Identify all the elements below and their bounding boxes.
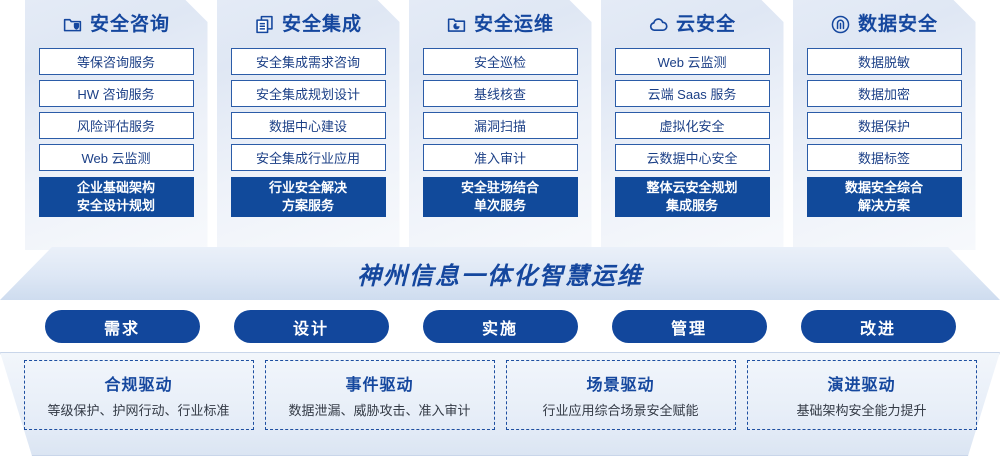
summary-line: 行业安全解决 <box>268 179 347 195</box>
fingerprint-icon <box>830 14 851 35</box>
driver-subtitle: 基础架构安全能力提升 <box>796 403 927 418</box>
service-item[interactable]: Web 云监测 <box>615 48 770 75</box>
stage-pill-design[interactable]: 设计 <box>233 310 389 343</box>
service-item[interactable]: 准入审计 <box>423 144 578 171</box>
service-item[interactable]: 安全巡检 <box>423 48 578 75</box>
column-header: 安全集成 <box>217 0 400 48</box>
service-item[interactable]: 安全集成需求咨询 <box>231 48 386 75</box>
service-column-data-security[interactable]: 数据安全 数据脱敏 数据加密 数据保护 数据标签 数据安全综合 解决方案 <box>793 0 976 250</box>
summary-line: 单次服务 <box>473 198 526 213</box>
column-title: 安全集成 <box>281 13 362 35</box>
service-item[interactable]: 云端 Saas 服务 <box>615 80 770 107</box>
column-items: 数据脱敏 数据加密 数据保护 数据标签 <box>793 48 976 171</box>
stage-pill-management[interactable]: 管理 <box>611 310 767 343</box>
column-header: 数据安全 <box>793 0 976 48</box>
driver-title: 演进驱动 <box>827 377 896 394</box>
service-column-security-integration[interactable]: 安全集成 安全集成需求咨询 安全集成规划设计 数据中心建设 安全集成行业应用 行… <box>217 0 400 250</box>
platform-banner: 神州信息一体化智慧运维 <box>0 247 1000 300</box>
driver-card-incident[interactable]: 事件驱动 数据泄漏、威胁攻击、准入审计 <box>264 360 495 430</box>
service-item[interactable]: 数据中心建设 <box>231 112 386 139</box>
drivers-section: 合规驱动 等级保护、护网行动、行业标准 事件驱动 数据泄漏、威胁攻击、准入审计 … <box>0 352 1000 458</box>
driver-title: 场景驱动 <box>586 377 655 394</box>
column-title: 安全咨询 <box>89 13 170 35</box>
column-summary[interactable]: 数据安全综合 解决方案 <box>807 177 962 217</box>
driver-card-evolution[interactable]: 演进驱动 基础架构安全能力提升 <box>746 360 977 430</box>
service-item[interactable]: 虚拟化安全 <box>615 112 770 139</box>
service-item[interactable]: 漏洞扫描 <box>423 112 578 139</box>
column-header: 安全运维 <box>409 0 592 48</box>
cloud-icon <box>648 14 669 35</box>
service-item[interactable]: HW 咨询服务 <box>39 80 194 107</box>
service-column-security-operations[interactable]: 安全运维 安全巡检 基线核查 漏洞扫描 准入审计 安全驻场结合 单次服务 <box>409 0 592 250</box>
service-item[interactable]: 安全集成规划设计 <box>231 80 386 107</box>
stage-pill-implementation[interactable]: 实施 <box>422 310 578 343</box>
drivers-row: 合规驱动 等级保护、护网行动、行业标准 事件驱动 数据泄漏、威胁攻击、准入审计 … <box>0 360 1000 448</box>
column-title: 安全运维 <box>473 13 554 35</box>
stage-pill-requirements[interactable]: 需求 <box>44 310 200 343</box>
column-items: 安全巡检 基线核查 漏洞扫描 准入审计 <box>409 48 592 171</box>
lifecycle-stages: 需求 设计 实施 管理 改进 <box>0 310 1000 345</box>
driver-title: 合规驱动 <box>104 377 173 394</box>
service-item[interactable]: 数据保护 <box>807 112 962 139</box>
column-summary[interactable]: 安全驻场结合 单次服务 <box>423 177 578 217</box>
summary-line: 方案服务 <box>281 198 334 213</box>
service-item[interactable]: 数据加密 <box>807 80 962 107</box>
drivers-background <box>0 352 1000 456</box>
driver-title: 事件驱动 <box>345 377 414 394</box>
column-summary[interactable]: 行业安全解决 方案服务 <box>231 177 386 217</box>
banner-title: 神州信息一体化智慧运维 <box>357 263 643 290</box>
service-item[interactable]: 基线核查 <box>423 80 578 107</box>
service-item[interactable]: Web 云监测 <box>39 144 194 171</box>
banner-content: 神州信息一体化智慧运维 <box>0 247 1000 300</box>
column-items: Web 云监测 云端 Saas 服务 虚拟化安全 云数据中心安全 <box>601 48 784 171</box>
driver-subtitle: 行业应用综合场景安全赋能 <box>542 403 699 418</box>
driver-subtitle: 数据泄漏、威胁攻击、准入审计 <box>288 403 471 418</box>
column-summary[interactable]: 企业基础架构 安全设计规划 <box>39 177 194 217</box>
driver-card-compliance[interactable]: 合规驱动 等级保护、护网行动、行业标准 <box>23 360 254 430</box>
summary-line: 企业基础架构 <box>76 179 155 195</box>
driver-card-scenario[interactable]: 场景驱动 行业应用综合场景安全赋能 <box>505 360 736 430</box>
folder-chart-icon <box>446 14 467 35</box>
column-title: 云安全 <box>675 13 736 35</box>
summary-line: 整体云安全规划 <box>646 179 738 195</box>
service-item[interactable]: 风险评估服务 <box>39 112 194 139</box>
driver-subtitle: 等级保护、护网行动、行业标准 <box>47 403 230 418</box>
folder-shield-icon <box>62 14 83 35</box>
column-items: 等保咨询服务 HW 咨询服务 风险评估服务 Web 云监测 <box>25 48 208 171</box>
column-header: 安全咨询 <box>25 0 208 48</box>
summary-line: 解决方案 <box>857 198 910 213</box>
summary-line: 集成服务 <box>665 198 718 213</box>
column-title: 数据安全 <box>857 13 938 35</box>
service-item[interactable]: 数据脱敏 <box>807 48 962 75</box>
service-item[interactable]: 数据标签 <box>807 144 962 171</box>
stage-pill-improvement[interactable]: 改进 <box>800 310 956 343</box>
service-column-cloud-security[interactable]: 云安全 Web 云监测 云端 Saas 服务 虚拟化安全 云数据中心安全 整体云… <box>601 0 784 250</box>
service-column-security-consulting[interactable]: 安全咨询 等保咨询服务 HW 咨询服务 风险评估服务 Web 云监测 企业基础架… <box>25 0 208 250</box>
service-item[interactable]: 云数据中心安全 <box>615 144 770 171</box>
summary-line: 安全设计规划 <box>76 198 155 213</box>
service-columns: 安全咨询 等保咨询服务 HW 咨询服务 风险评估服务 Web 云监测 企业基础架… <box>0 0 1000 252</box>
service-item[interactable]: 安全集成行业应用 <box>231 144 386 171</box>
column-items: 安全集成需求咨询 安全集成规划设计 数据中心建设 安全集成行业应用 <box>217 48 400 171</box>
summary-line: 数据安全综合 <box>844 179 923 195</box>
summary-line: 安全驻场结合 <box>460 179 539 195</box>
documents-icon <box>254 14 275 35</box>
banner-shape <box>0 247 1000 300</box>
column-header: 云安全 <box>601 0 784 48</box>
column-summary[interactable]: 整体云安全规划 集成服务 <box>615 177 770 217</box>
service-item[interactable]: 等保咨询服务 <box>39 48 194 75</box>
